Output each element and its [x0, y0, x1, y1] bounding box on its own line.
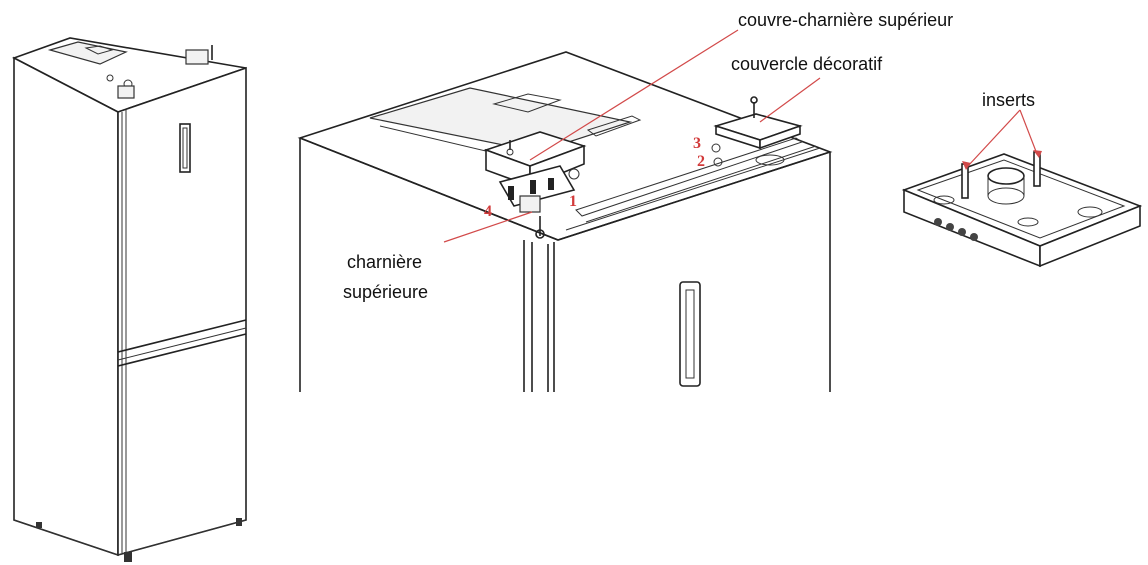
fridge-side: [13, 56, 119, 557]
top-plate: [369, 87, 633, 153]
fridge-foot: [124, 552, 132, 562]
step-number-4: 4: [484, 203, 492, 220]
upper-door-handle: [179, 123, 191, 173]
label-top-hinge-line1: charnière: [347, 252, 422, 272]
fridge-top-detail: [297, 51, 833, 392]
fridge-overview: [12, 37, 247, 562]
door-handle: [679, 281, 701, 387]
label-inserts: inserts: [982, 90, 1035, 110]
step-number-1: 1: [569, 193, 577, 210]
inserts-leader-right: [1019, 109, 1038, 155]
hinge-cover-leader: [529, 29, 739, 161]
inserts-tray: [901, 151, 1143, 268]
label-hinge-cover: couvre-charnière supérieur: [738, 10, 953, 30]
top-hinge-leader: [443, 211, 533, 243]
insert-pin-left: [961, 163, 969, 199]
decorative-cover-leader: [759, 77, 821, 123]
inserts-leader-left: [967, 109, 1021, 167]
step-number-2: 2: [697, 153, 705, 170]
step-number-3: 3: [693, 135, 701, 152]
fridge-top-plate: [47, 41, 128, 65]
label-top-hinge-line2: supérieure: [343, 282, 428, 302]
label-decorative-cover: couvercle décoratif: [731, 54, 883, 74]
